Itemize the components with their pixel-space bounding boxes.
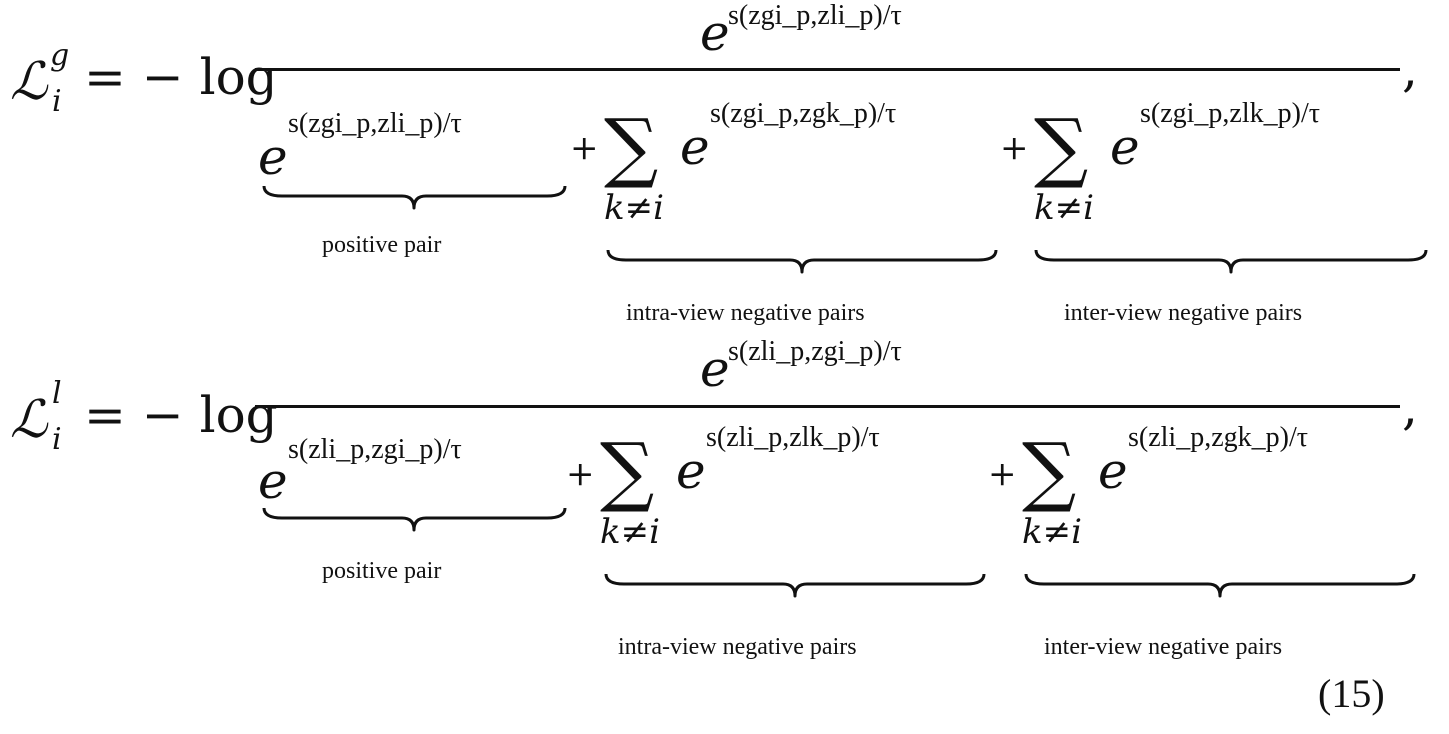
equals-minus-log: = − log <box>84 48 278 106</box>
inter-view-brace <box>1034 249 1428 274</box>
trailing-comma: , <box>1402 40 1418 98</box>
term3-exponent: s(zli_p,zgk_p)/τ <box>1128 422 1308 453</box>
label-intra-view: intra-view negative pairs <box>618 634 857 660</box>
term1-exponent: s(zli_p,zgi_p)/τ <box>288 434 462 465</box>
plus-sign: + <box>566 454 595 494</box>
summation-index: k≠i <box>1022 512 1082 552</box>
plus-sign: + <box>570 128 599 168</box>
summation-symbol: ∑ <box>1034 102 1089 191</box>
term1-base: e <box>258 128 288 186</box>
inter-view-brace <box>1024 573 1416 598</box>
lhs-superscript: g <box>50 38 70 73</box>
term3-base: e <box>1110 118 1140 176</box>
equation-number: (15) <box>1318 671 1385 716</box>
term3-base: e <box>1098 442 1128 500</box>
fraction-bar <box>255 405 1400 408</box>
lhs-superscript: l <box>52 376 62 411</box>
summation-symbol: ∑ <box>600 426 655 515</box>
summation-index: k≠i <box>604 188 664 228</box>
summation-index: k≠i <box>600 512 660 552</box>
lhs-symbol: ℒ <box>10 390 48 450</box>
label-intra-view: intra-view negative pairs <box>626 300 865 326</box>
term2-base: e <box>680 118 710 176</box>
equals-minus-log: = − log <box>84 386 278 444</box>
label-inter-view: inter-view negative pairs <box>1044 634 1283 660</box>
summation-index: k≠i <box>1034 188 1094 228</box>
positive-pair-brace <box>262 507 567 532</box>
trailing-comma: , <box>1402 378 1418 436</box>
numerator-base: e <box>700 4 730 62</box>
numerator-base: e <box>700 340 730 398</box>
lhs-subscript: i <box>52 84 62 119</box>
numerator-exponent: s(zli_p,zgi_p)/τ <box>728 336 902 367</box>
positive-pair-brace <box>262 185 567 210</box>
summation-symbol: ∑ <box>604 102 659 191</box>
label-positive-pair: positive pair <box>322 232 442 258</box>
lhs-subscript: i <box>52 422 62 457</box>
plus-sign: + <box>988 454 1017 494</box>
intra-view-brace <box>606 249 998 274</box>
label-inter-view: inter-view negative pairs <box>1064 300 1303 326</box>
plus-sign: + <box>1000 128 1029 168</box>
lhs-symbol: ℒ <box>10 52 48 112</box>
term1-exponent: s(zgi_p,zli_p)/τ <box>288 108 462 139</box>
label-positive-pair: positive pair <box>322 558 442 584</box>
numerator-exponent: s(zgi_p,zli_p)/τ <box>728 0 902 31</box>
term2-exponent: s(zgi_p,zgk_p)/τ <box>710 98 897 129</box>
term3-exponent: s(zgi_p,zlk_p)/τ <box>1140 98 1320 129</box>
fraction-bar <box>255 68 1400 71</box>
term2-exponent: s(zli_p,zlk_p)/τ <box>706 422 880 453</box>
term1-base: e <box>258 452 288 510</box>
intra-view-brace <box>604 573 986 598</box>
summation-symbol: ∑ <box>1022 426 1077 515</box>
term2-base: e <box>676 442 706 500</box>
